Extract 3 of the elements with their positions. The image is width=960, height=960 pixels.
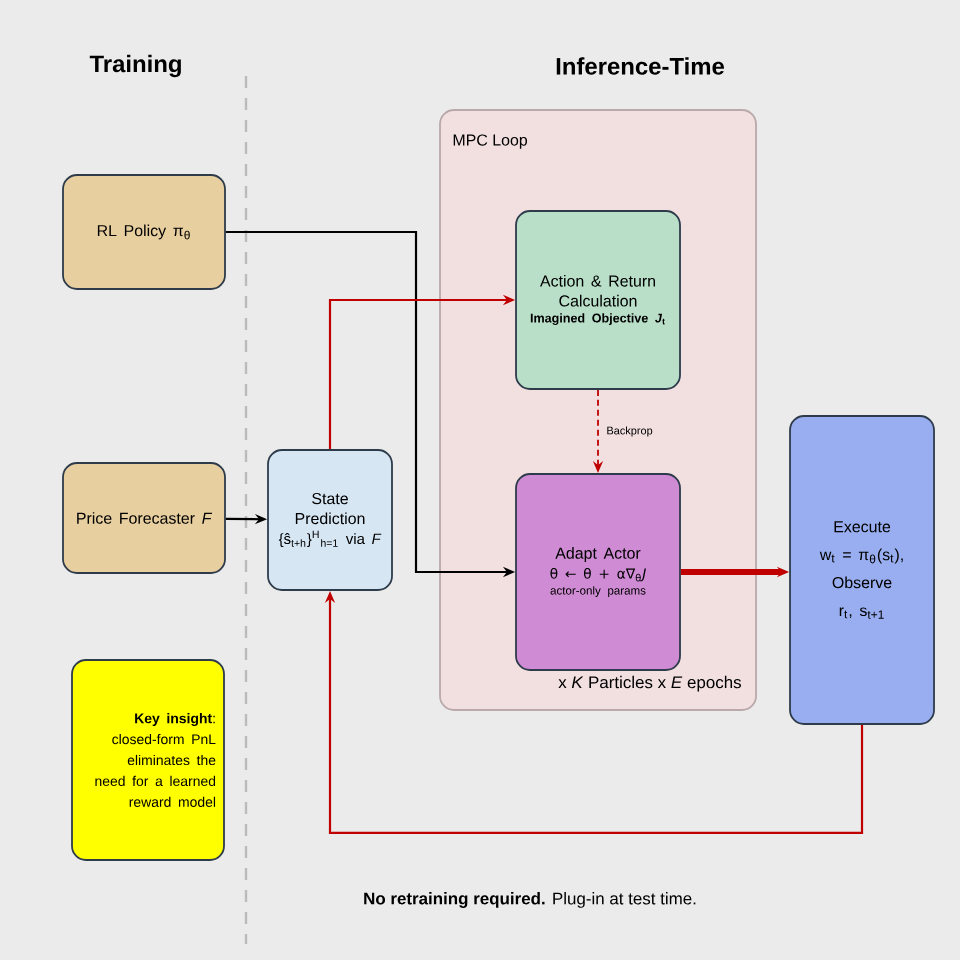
footer-note: No retraining required. Plug-in at test time. [364, 892, 696, 908]
section-title: Training [89, 54, 181, 78]
section-title: Inference-Time [556, 57, 724, 75]
